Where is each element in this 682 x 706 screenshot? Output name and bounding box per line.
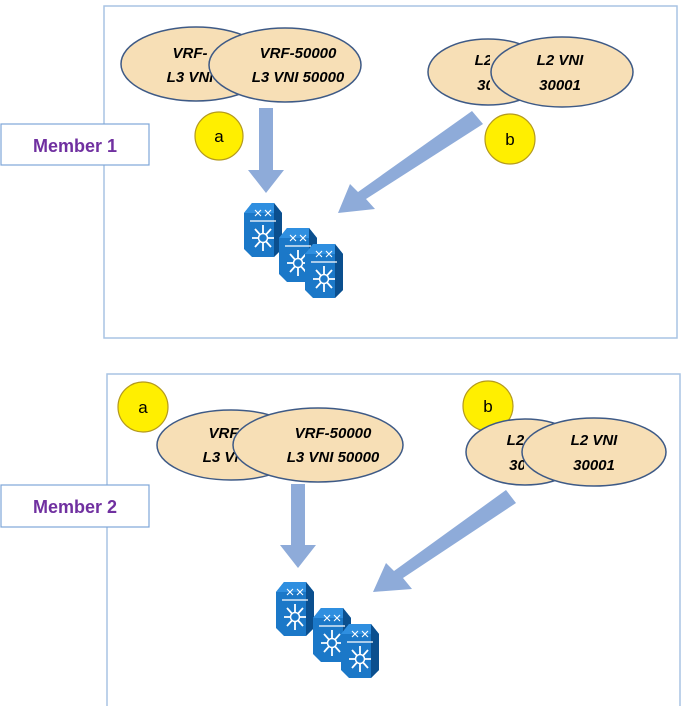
l2-ellipse-back-2-text: L2 VNI 30000 [507,432,555,474]
arrow-a-1 [248,108,284,193]
vrf-ellipse-back-2-text: VRF- L3 VNI [203,425,251,466]
vrf-back-2-line2: L3 VNI [203,449,251,466]
nexus-switch-icon [275,581,315,637]
nexus-switch-icon [340,623,380,679]
l2-ellipse-front-2: L2 VNI 30001 [521,417,667,487]
member-2-label: Member 2 [33,497,117,517]
vrf-ellipse-front-1: VRF-50000 L3 VNI 50000 [208,27,362,103]
arrow-b-2 [373,490,516,592]
vrf-ellipse-front-2: VRF-50000 L3 VNI 50000 [232,407,404,483]
vrf-front-2-line1: VRF-50000 [295,425,372,442]
l2-ellipse-front-1: L2 VNI 30001 [490,36,634,108]
member-1-label: Member 1 [33,136,117,156]
arrow-b-1 [338,111,483,213]
vrf-back-1-line1: VRF- [173,45,208,62]
l2-back-2-line2: 30000 [509,457,551,474]
member-1-label-box: Member 1 [0,123,150,166]
circle-b-1: b [484,113,536,165]
vrf-back-1-line2: L3 VNI [167,69,215,86]
member-2-label-box: Member 2 [0,484,150,528]
vrf-front-1-line1: VRF-50000 [260,45,337,62]
panel-member-1: VRF- L3 VNI VRF-50000 L3 VNI 50000 L2 VN… [103,5,678,339]
vrf-back-2-line1: VRF- [209,425,244,442]
circle-b-2-label: b [483,397,492,416]
l2-ellipse-back-1-text: L2 VNI 30000 [475,52,523,94]
circle-a-2-label: a [138,398,148,417]
circle-a-1-label: a [214,127,224,146]
nexus-switch-icon [304,243,344,299]
l2-back-1-line2: 30000 [477,77,519,94]
circle-a-1: a [194,111,244,161]
vrf-front-1-line2: L3 VNI 50000 [252,69,345,86]
arrow-a-2 [280,484,316,568]
circle-a-2: a [117,381,169,433]
nexus-switch-icon [243,202,283,258]
circle-b-1-label: b [505,130,514,149]
l2-front-1-line2: 30001 [539,77,581,94]
l2-front-2-line2: 30001 [573,457,615,474]
l2-front-2-line1: L2 VNI [571,432,619,449]
panel-member-2: a b VRF- L3 VNI VRF-50000 L3 VNI 50000 L… [106,373,681,706]
vrf-ellipse-back-1-text: VRF- L3 VNI [167,45,215,86]
l2-front-1-line1: L2 VNI [537,52,585,69]
l2-back-1-line1: L2 VNI [475,52,523,69]
l2-back-2-line1: L2 VNI [507,432,555,449]
vrf-front-2-line2: L3 VNI 50000 [287,449,380,466]
